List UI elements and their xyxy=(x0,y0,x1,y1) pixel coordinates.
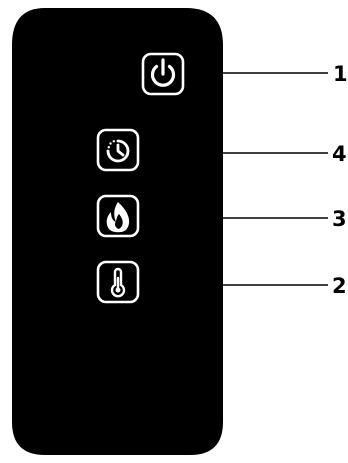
callout-number-flame: 3 xyxy=(332,207,347,231)
flame-icon xyxy=(106,202,130,233)
thermometer-icon xyxy=(110,267,126,298)
thermometer-button[interactable] xyxy=(96,260,140,304)
callout-number-timer: 4 xyxy=(332,142,347,166)
power-icon xyxy=(150,58,176,87)
callout-number-power: 1 xyxy=(333,62,348,86)
power-button[interactable] xyxy=(141,52,185,96)
callout-number-thermometer: 2 xyxy=(332,274,347,298)
timer-icon xyxy=(106,139,130,163)
flame-button[interactable] xyxy=(96,194,140,238)
timer-button[interactable] xyxy=(96,128,140,172)
